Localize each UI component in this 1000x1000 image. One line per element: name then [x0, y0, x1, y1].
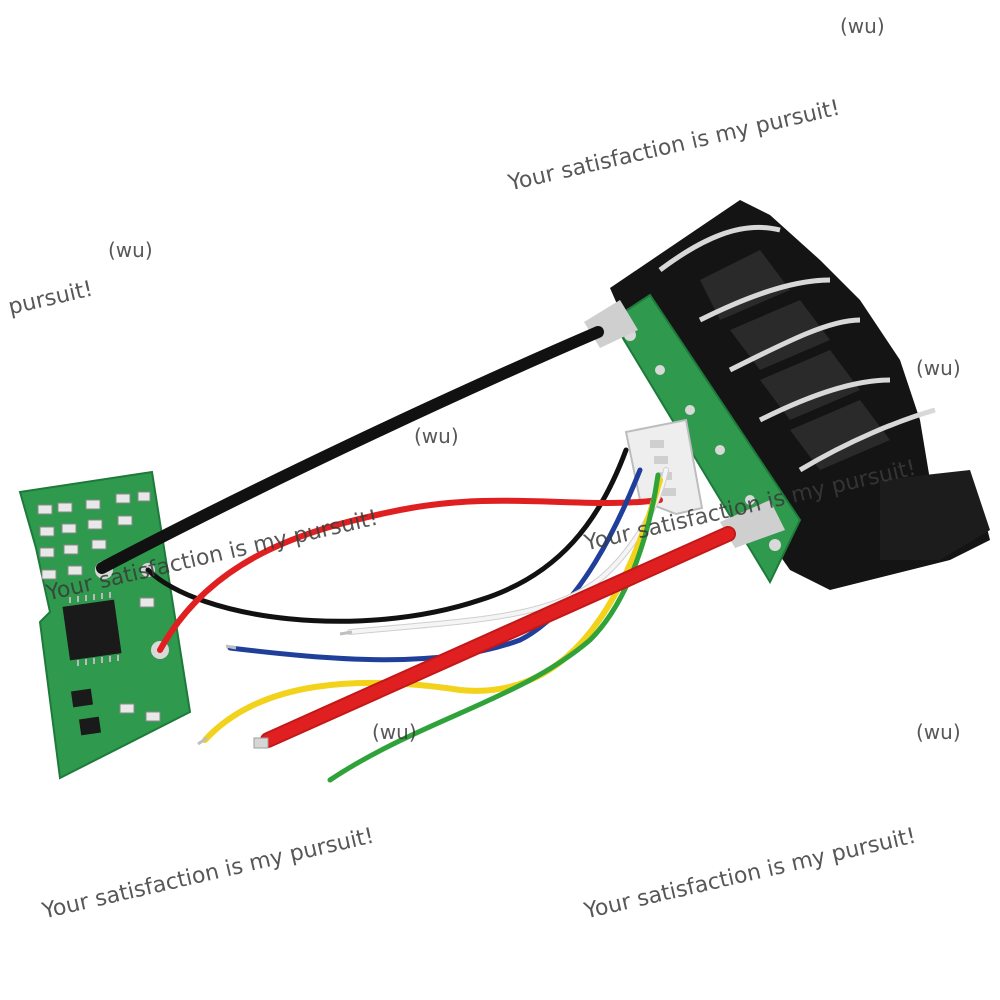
red-thin-wire	[157, 497, 663, 653]
small-pcb	[18, 470, 192, 780]
green-wire	[327, 472, 661, 783]
ic-chip	[62, 592, 122, 666]
smd-components	[37, 491, 161, 722]
transistors	[70, 688, 102, 736]
white-wire	[347, 467, 669, 635]
wires	[96, 326, 736, 783]
black-wire	[96, 326, 604, 574]
metal-contacts	[658, 224, 936, 473]
metal-tab-bottom	[720, 500, 785, 548]
black-thin-wire	[145, 447, 629, 624]
blue-wire	[227, 467, 643, 663]
battery-connector	[584, 200, 990, 590]
wire-tips	[197, 630, 353, 749]
white-socket	[624, 418, 704, 516]
